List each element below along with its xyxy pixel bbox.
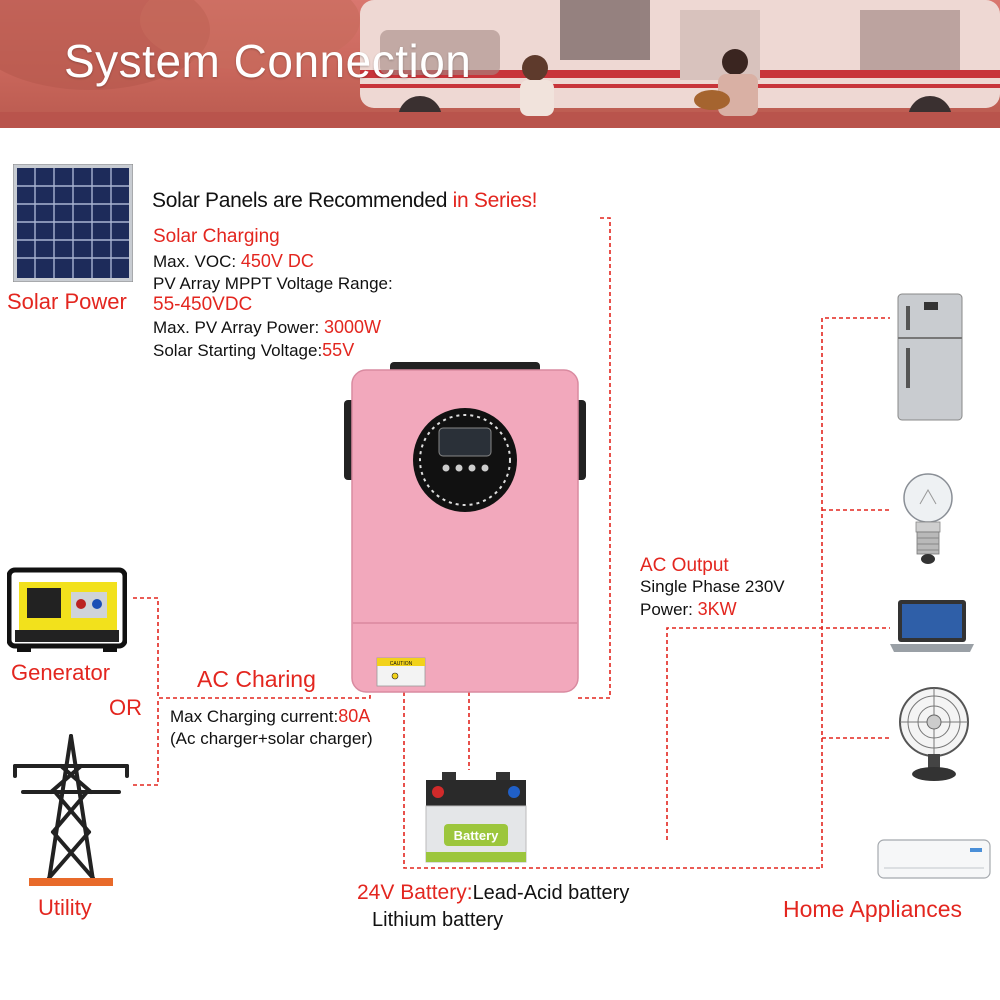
pv-power: Max. PV Array Power: 3000W bbox=[153, 318, 381, 336]
solar-charging-title: Solar Charging bbox=[153, 226, 280, 247]
generator-icon bbox=[7, 567, 127, 652]
utility-wire bbox=[133, 698, 159, 786]
page-title: System Connection bbox=[64, 35, 472, 87]
or-label: OR bbox=[109, 695, 142, 720]
home-appliances-label: Home Appliances bbox=[783, 896, 962, 922]
battery-type-lithium: Lithium battery bbox=[372, 909, 504, 931]
battery-type-lead-acid: Lead-Acid battery bbox=[472, 882, 630, 904]
battery-wire bbox=[403, 678, 822, 869]
appliance-bus bbox=[821, 317, 890, 868]
refrigerator-icon bbox=[897, 293, 963, 421]
voc-label: Max. VOC: bbox=[153, 252, 241, 271]
solar-power-label: Solar Power bbox=[7, 289, 127, 314]
solar-wire bbox=[578, 217, 611, 699]
solar-panel-icon bbox=[13, 164, 133, 282]
battery-icon: Battery bbox=[425, 772, 527, 863]
ac-output-phase: Single Phase 230V bbox=[640, 577, 785, 596]
generator-label: Generator bbox=[11, 660, 111, 685]
solar-start: Solar Starting Voltage:55V bbox=[153, 341, 354, 359]
ac-charging-title: AC Charing bbox=[197, 666, 316, 692]
mppt-label: PV Array MPPT Voltage Range: bbox=[153, 274, 393, 293]
ac-output-wire bbox=[666, 627, 890, 840]
charging-current-label: Max Charging current: bbox=[170, 707, 339, 726]
output-power-label: Power: bbox=[640, 600, 698, 619]
charger-note: (Ac charger+solar charger) bbox=[170, 729, 373, 748]
camping-scene-illustration bbox=[0, 0, 1000, 128]
ac-output-power: Power: 3KW bbox=[640, 600, 737, 618]
ac-output-title: AC Output bbox=[640, 555, 729, 576]
voc-value: 450V DC bbox=[240, 251, 314, 271]
header-banner: System Connection bbox=[0, 0, 1000, 128]
battery-spec: 24V Battery:Lead-Acid battery bbox=[357, 882, 629, 903]
electric-fan-icon bbox=[899, 687, 969, 781]
max-charging-current: Max Charging current:80A bbox=[170, 707, 370, 725]
light-bulb-icon bbox=[903, 473, 953, 564]
output-power-value: 3KW bbox=[697, 599, 737, 619]
solar-recommendation: Solar Panels are Recommended in Series! bbox=[152, 190, 537, 211]
battery-icon-label: Battery bbox=[454, 828, 500, 843]
caution-label: CAUTION bbox=[390, 661, 413, 667]
utility-label: Utility bbox=[38, 895, 92, 920]
battery-voltage: 24V Battery: bbox=[357, 881, 473, 904]
recommend-prefix: Solar Panels are Recommended bbox=[152, 189, 448, 212]
laptop-icon bbox=[890, 600, 974, 652]
recommend-suffix: in Series! bbox=[447, 189, 538, 212]
pv-power-value: 3000W bbox=[324, 317, 382, 337]
utility-tower-icon bbox=[13, 734, 129, 886]
mppt-value: 55-450VDC bbox=[153, 294, 253, 315]
air-conditioner-icon bbox=[877, 839, 991, 879]
start-value: 55V bbox=[322, 340, 355, 360]
solar-voc: Max. VOC: 450V DC bbox=[153, 252, 314, 270]
start-label: Solar Starting Voltage: bbox=[153, 341, 323, 360]
inverter-illustration: CAUTION bbox=[344, 362, 586, 693]
charging-current-value: 80A bbox=[338, 706, 371, 726]
pv-power-label: Max. PV Array Power: bbox=[153, 318, 324, 337]
